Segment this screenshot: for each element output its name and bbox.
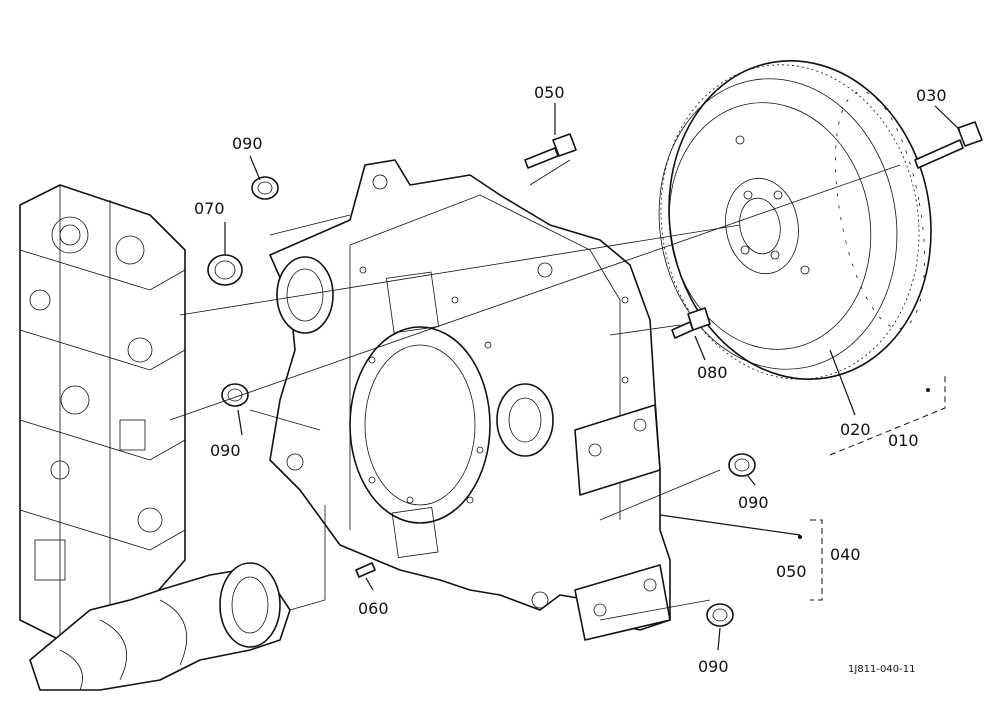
- label-090-right: 090: [738, 493, 769, 512]
- flywheel: [658, 60, 932, 380]
- bolt-080: [671, 307, 711, 339]
- label-010: 010: [888, 431, 919, 450]
- bolt-050-top: [524, 133, 577, 169]
- group-bracket-010: [829, 375, 946, 456]
- label-050-top: 050: [534, 83, 565, 102]
- label-020: 020: [840, 420, 871, 439]
- leader-lines: [169, 103, 961, 651]
- label-050-right: 050: [776, 562, 807, 581]
- bushing-090-bottom: [706, 603, 734, 627]
- label-040: 040: [830, 545, 861, 564]
- label-090-bottom: 090: [698, 657, 729, 676]
- bolt-030: [914, 121, 983, 169]
- drawing-code: 1J811-040-11: [848, 664, 915, 675]
- bushing-090-right: [728, 453, 756, 477]
- bushing-090-top: [251, 176, 279, 200]
- label-090-top: 090: [232, 134, 263, 153]
- label-090-left: 090: [210, 441, 241, 460]
- label-060: 060: [358, 599, 389, 618]
- group-bracket-040: [798, 519, 823, 601]
- bushing-090-left: [221, 383, 249, 407]
- label-070: 070: [194, 199, 225, 218]
- label-080: 080: [697, 363, 728, 382]
- crankshaft: [29, 562, 291, 691]
- pin-060: [355, 562, 376, 578]
- flywheel-housing: [269, 159, 671, 641]
- label-030: 030: [916, 86, 947, 105]
- engine-block: [19, 184, 186, 641]
- oil-seal-070: [207, 254, 243, 286]
